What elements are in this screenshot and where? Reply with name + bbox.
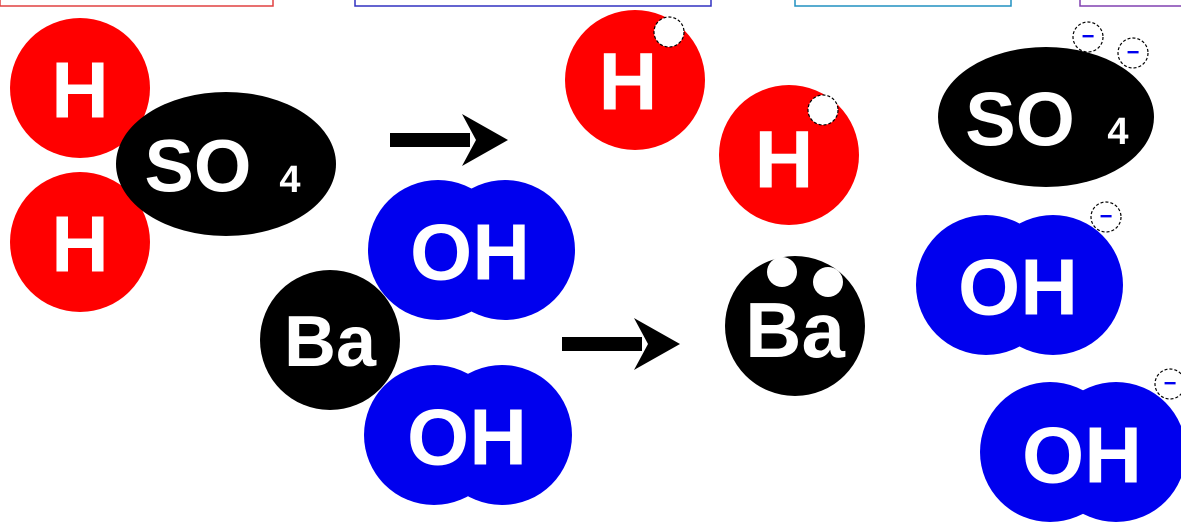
sulfate-ion <box>116 92 336 236</box>
hydrogen-ion: H <box>565 10 705 150</box>
hydroxide-h <box>435 180 575 320</box>
barium-label: Ba <box>284 302 377 382</box>
minus-icon: − <box>1127 40 1140 65</box>
molecule-h2so4: H H SO 4 <box>10 18 336 312</box>
hydrogen-label: H <box>754 115 813 206</box>
positive-charge-hole <box>813 267 843 297</box>
right-arrow-icon <box>390 114 508 166</box>
hydrogen-label: H <box>51 200 109 289</box>
barium-ion: Ba <box>725 256 865 396</box>
minus-icon: − <box>1082 24 1095 49</box>
hydroxide-h <box>432 365 572 505</box>
negative-charge <box>1072 21 1104 53</box>
barium-label: Ba <box>745 286 845 374</box>
hydroxide-label: OH <box>1022 411 1142 500</box>
sulfate-ion: SO 4 − − <box>938 21 1154 187</box>
positive-charge-hole <box>807 94 839 126</box>
hydrogen-label: H <box>51 46 109 135</box>
hydrogen-ion: H <box>719 85 859 225</box>
minus-icon: − <box>1100 204 1113 229</box>
right-arrow-icon <box>562 318 680 370</box>
hydrogen-label: H <box>598 37 657 128</box>
frame-products-so4 <box>794 0 1012 7</box>
frame-products-h <box>354 0 712 7</box>
hydrogen-atom <box>10 172 150 312</box>
sulfate-label: SO <box>965 78 1075 163</box>
negative-charge <box>1154 368 1181 400</box>
positive-charge-hole <box>767 257 797 287</box>
sulfate-label: SO <box>145 125 252 208</box>
hydroxide-label: OH <box>410 208 530 297</box>
hydroxide-label: OH <box>958 243 1078 332</box>
negative-charge <box>1090 201 1122 233</box>
frame-products-oh <box>1079 0 1181 7</box>
minus-icon: − <box>1164 371 1177 396</box>
hydroxide-label: OH <box>407 393 527 482</box>
sulfate-subscript: 4 <box>1107 111 1128 153</box>
negative-charge <box>1117 37 1149 69</box>
molecule-baoh2: OH OH Ba <box>260 180 575 505</box>
hydrogen-atom <box>10 18 150 158</box>
barium-atom <box>260 270 400 410</box>
sulfate-subscript: 4 <box>279 159 300 201</box>
hydroxide-ion: OH − <box>916 201 1123 355</box>
hydroxide-ion: OH − <box>980 368 1181 522</box>
positive-charge-hole <box>653 16 685 48</box>
frame-reactants <box>0 0 274 7</box>
